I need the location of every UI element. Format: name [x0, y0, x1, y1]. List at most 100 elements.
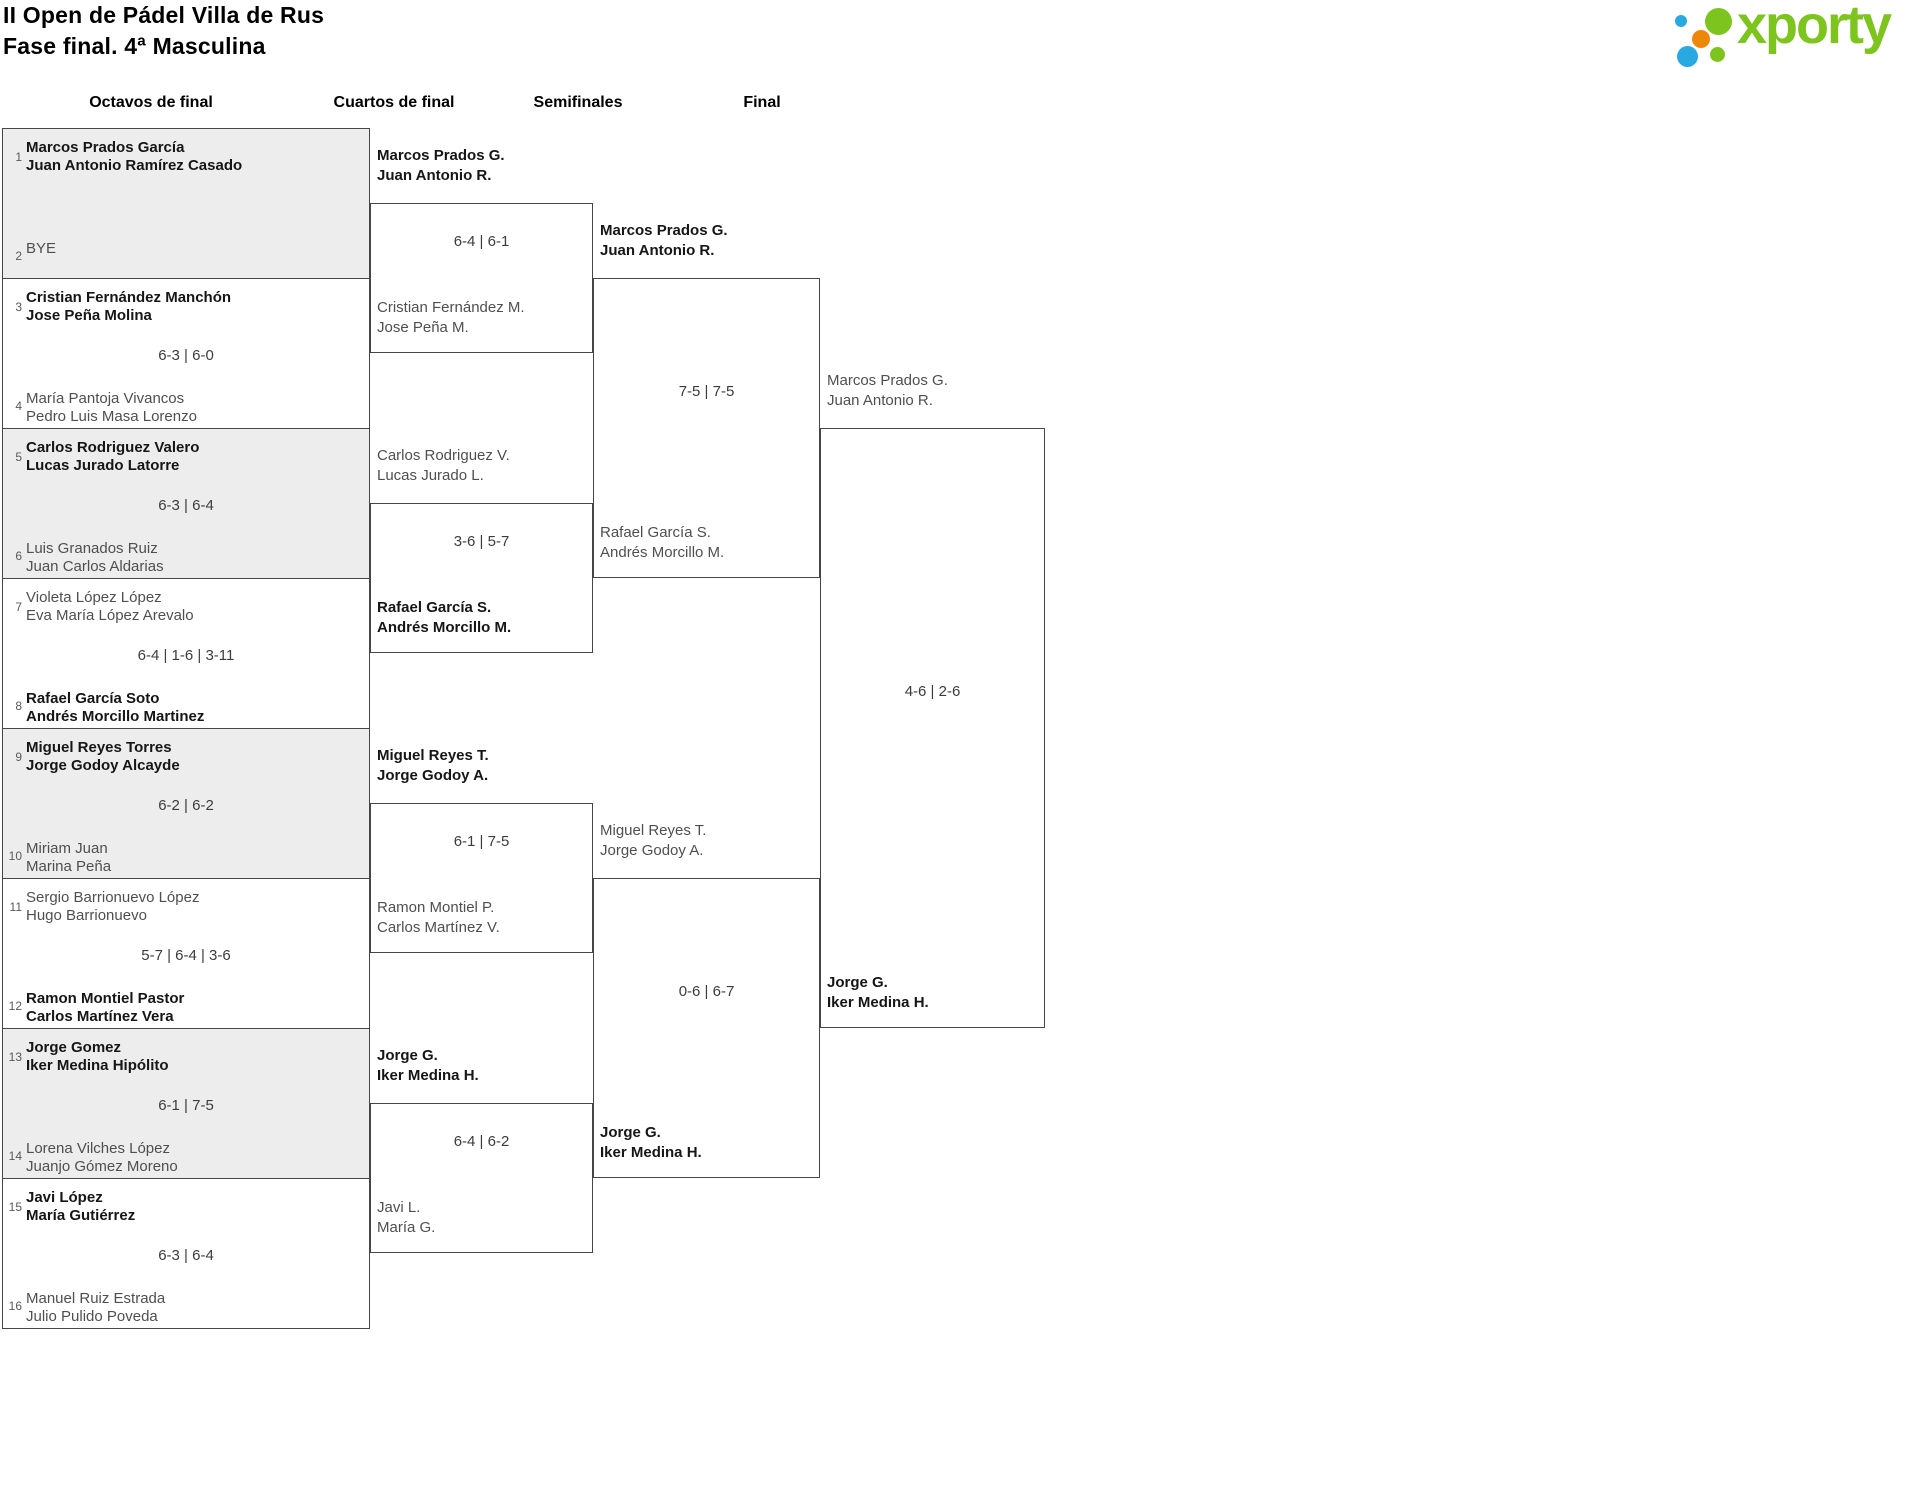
- team-name: Jorge G. Iker Medina H.: [827, 973, 929, 1013]
- player-name: Jorge Gomez: [26, 1039, 122, 1056]
- match-score: 6-3 | 6-4: [158, 1247, 214, 1264]
- match-score: 6-4 | 6-2: [453, 1133, 510, 1150]
- team-name: Miguel Reyes T. Jorge Godoy A.: [600, 821, 706, 861]
- player-name: Juanjo Gómez Moreno: [26, 1158, 178, 1175]
- player-name: María G.: [377, 1219, 436, 1236]
- r16-match: [2, 878, 370, 1029]
- r16-match: [2, 128, 370, 279]
- qf-match: [370, 803, 593, 953]
- round-header-octavos: Octavos de final: [89, 94, 213, 111]
- match-score: 3-6 | 5-7: [453, 533, 510, 550]
- match-score: 6-3 | 6-0: [158, 347, 214, 364]
- player-name: Andrés Morcillo Martinez: [26, 708, 205, 725]
- player-name: Miguel Reyes T.: [600, 822, 707, 839]
- round-header-cuartos: Cuartos de final: [333, 94, 455, 111]
- player-name: Andrés Morcillo M.: [600, 544, 725, 561]
- player-name: Manuel Ruiz Estrada: [26, 1290, 166, 1307]
- seed-number: 14: [8, 1149, 22, 1163]
- player-name: Jorge Godoy A.: [600, 842, 704, 859]
- player-name: Javi L.: [377, 1199, 421, 1216]
- player-name: Sergio Barrionuevo López: [26, 889, 200, 906]
- player-name: Iker Medina H.: [377, 1067, 479, 1084]
- player-name: Pedro Luis Masa Lorenzo: [26, 408, 197, 425]
- player-name: Rafael García Soto: [26, 690, 160, 707]
- player-name: Juan Antonio R.: [377, 167, 492, 184]
- round-header-semifinales: Semifinales: [533, 94, 623, 111]
- player-name: Jorge G.: [827, 974, 888, 991]
- seed-number: 6: [15, 549, 22, 563]
- seed-number: 12: [8, 999, 22, 1013]
- player-name: Iker Medina H.: [600, 1144, 702, 1161]
- seed-number: 2: [15, 249, 22, 263]
- player-name: Miriam Juan: [26, 840, 108, 857]
- r16-match: [2, 428, 370, 579]
- logo-dot-big-green-icon: [1705, 8, 1732, 35]
- match-score: 0-6 | 6-7: [678, 983, 735, 1000]
- r16-match: [2, 728, 370, 879]
- phase-subtitle: Fase final. 4ª Masculina: [3, 33, 266, 59]
- player-name: Juan Antonio Ramírez Casado: [26, 157, 243, 174]
- player-name: Luis Granados Ruiz: [26, 540, 158, 557]
- player-name: Lorena Vilches López: [26, 1140, 170, 1157]
- player-name: Juan Antonio R.: [600, 242, 715, 259]
- team-name: BYE: [26, 240, 56, 258]
- seed-number: 8: [15, 699, 22, 713]
- team-name: Carlos Rodriguez V. Lucas Jurado L.: [377, 446, 510, 486]
- player-name: Marcos Prados García: [26, 139, 185, 156]
- team-name: Miguel Reyes T.Jorge Godoy A.: [377, 746, 489, 786]
- team-name: Javi L. María G.: [377, 1198, 435, 1238]
- team-name: Marcos Prados G.Juan Antonio R.: [827, 371, 948, 411]
- player-name: Jose Peña M.: [377, 319, 469, 336]
- match-score: 6-3 | 6-4: [158, 497, 214, 514]
- player-name: Lucas Jurado Latorre: [26, 457, 180, 474]
- player-name: Rafael García S.: [600, 524, 711, 541]
- qf-match: [370, 203, 593, 353]
- seed-number: 10: [8, 849, 22, 863]
- player-name: Iker Medina Hipólito: [26, 1057, 169, 1074]
- player-name: Ramon Montiel P.: [377, 899, 495, 916]
- player-name: Carlos Rodriguez V.: [377, 447, 510, 464]
- team-name: Cristian Fernández M. Jose Peña M.: [377, 298, 525, 338]
- match-score: 7-5 | 7-5: [678, 383, 735, 400]
- player-name: Marina Peña: [26, 858, 112, 875]
- player-name: Juan Carlos Aldarias: [26, 558, 164, 575]
- seed-number: 3: [15, 300, 22, 314]
- match-score: 4-6 | 2-6: [904, 683, 961, 700]
- seed-number: 13: [8, 1050, 22, 1064]
- team-name: Marcos Prados G. Juan Antonio R.: [600, 221, 728, 261]
- player-name: Iker Medina H.: [827, 994, 929, 1011]
- team-name: Ramon Montiel P.Carlos Martínez V.: [377, 898, 500, 938]
- match-score: 6-4 | 1-6 | 3-11: [137, 647, 235, 664]
- seed-number: 15: [8, 1200, 22, 1214]
- player-name: Ramon Montiel Pastor: [26, 990, 185, 1007]
- r16-match: [2, 1178, 370, 1329]
- player-name: Jose Peña Molina: [26, 307, 152, 324]
- match-score: 6-1 | 7-5: [453, 833, 510, 850]
- player-name: Andrés Morcillo M.: [377, 619, 512, 636]
- logo-dot-orange-icon: [1692, 30, 1710, 48]
- team-name: Rafael García S.Andrés Morcillo M.: [377, 598, 511, 638]
- player-name: Marcos Prados G.: [600, 222, 728, 239]
- page-title-block: II Open de Pádel Villa de Rus Fase final…: [3, 0, 324, 62]
- player-name: Miguel Reyes Torres: [26, 739, 172, 756]
- player-name: BYE: [26, 240, 57, 257]
- player-name: Jorge G.: [600, 1124, 661, 1141]
- r16-match: [2, 278, 370, 429]
- seed-number: 16: [8, 1299, 22, 1313]
- r16-match: [2, 578, 370, 729]
- player-name: Lucas Jurado L.: [377, 467, 484, 484]
- seed-number: 1: [15, 150, 22, 164]
- player-name: Cristian Fernández M.: [377, 299, 525, 316]
- match-score: 6-4 | 6-1: [453, 233, 510, 250]
- player-name: María Pantoja Vivancos: [26, 390, 185, 407]
